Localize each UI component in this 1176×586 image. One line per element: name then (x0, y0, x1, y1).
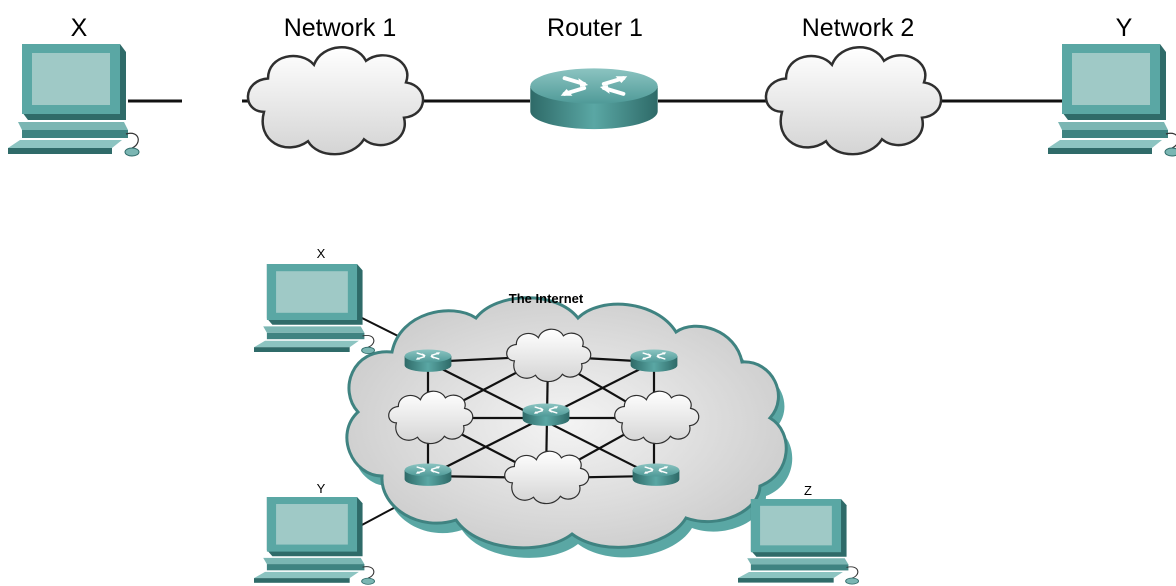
network-2-cloud-icon (764, 46, 943, 156)
host-x-computer-icon (7, 43, 140, 157)
internet-label: The Internet (509, 291, 584, 306)
host-y-label: Y (1116, 14, 1133, 42)
host-y-label-bottom: Y (317, 481, 326, 496)
router-icon-center (521, 402, 571, 427)
cloud-icon-bottom (504, 450, 590, 505)
network-1-label: Network 1 (284, 14, 397, 42)
router-icon-bottom-left (403, 462, 453, 487)
router-icon-top-left (403, 348, 453, 373)
host-y-computer-icon-bottom (253, 496, 376, 585)
network-2-label: Network 2 (802, 14, 915, 42)
cloud-icon-left (388, 390, 474, 445)
router-1-label: Router 1 (547, 14, 643, 42)
host-x-label-bottom: X (317, 246, 326, 261)
host-z-computer-icon-bottom (737, 498, 860, 585)
host-x-computer-icon-bottom (253, 263, 376, 355)
router-1-icon (528, 66, 660, 132)
router-icon-bottom-right (631, 462, 681, 487)
host-x-label: X (71, 14, 88, 42)
bottom-diagram: The Internet X (253, 246, 860, 585)
host-z-label-bottom: Z (804, 483, 812, 498)
cloud-icon-top (506, 328, 592, 383)
network-1-cloud-icon (246, 46, 425, 156)
router-icon-top-right (629, 348, 679, 373)
cloud-icon-right (614, 390, 700, 445)
host-y-computer-icon (1047, 43, 1176, 157)
top-diagram: X Network 1 Router 1 Network 2 Y (7, 14, 1176, 157)
